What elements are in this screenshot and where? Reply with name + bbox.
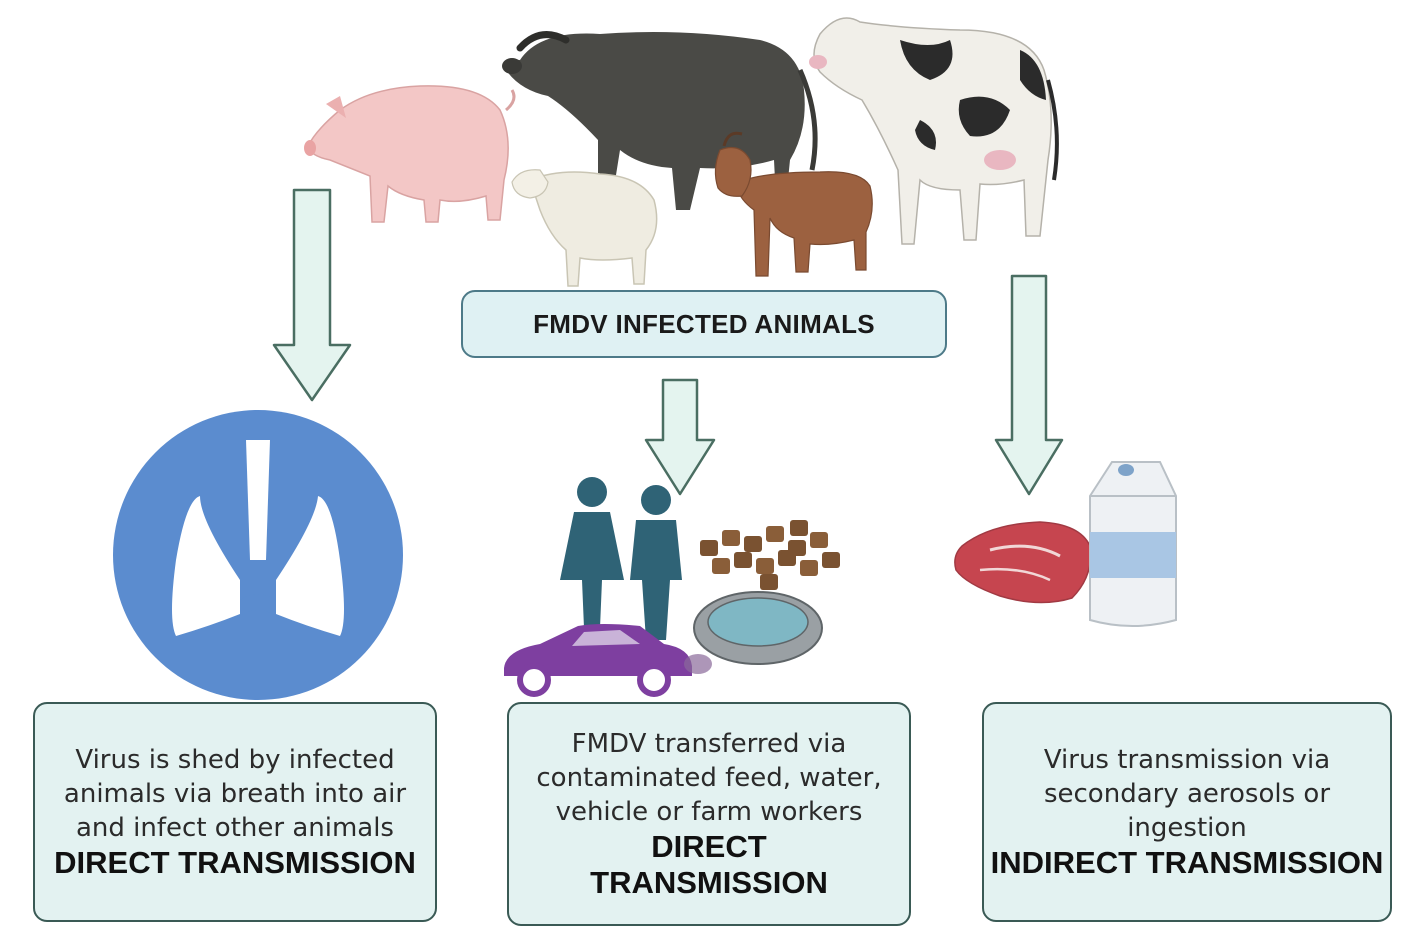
infected-animals-label: FMDV INFECTED ANIMALS (533, 308, 875, 339)
arrow-to-ingestion-route (994, 274, 1064, 496)
farm-workers-icon (560, 477, 682, 640)
air-transmission-type: DIRECT TRANSMISSION (54, 845, 416, 880)
contact-transmission-description: FMDV transferred via contaminated feed, … (536, 729, 882, 827)
ingestion-transmission-type: INDIRECT TRANSMISSION (990, 845, 1384, 880)
cow-icon (809, 17, 1059, 245)
milk-carton-icon (1089, 461, 1177, 627)
contact-transmission-type: DIRECT TRANSMISSION (590, 829, 828, 900)
water-bowl-icon (693, 591, 823, 665)
ingestion-transmission-box: Virus transmission via secondary aerosol… (982, 702, 1392, 922)
air-transmission-description: Virus is shed by infected animals via br… (63, 745, 407, 843)
arrow-to-contact-route (644, 378, 716, 496)
infected-animals-box: FMDV INFECTED ANIMALS (461, 290, 947, 358)
car-icon (504, 624, 712, 697)
feed-pellets-icon (700, 520, 840, 590)
lungs-icon (113, 410, 403, 700)
arrow-to-air-route (272, 188, 352, 402)
contact-transmission-box: FMDV transferred via contaminated feed, … (507, 702, 911, 926)
pig-icon (304, 85, 516, 223)
meat-icon (954, 521, 1092, 604)
ingestion-transmission-description: Virus transmission via secondary aerosol… (1043, 745, 1331, 843)
air-transmission-box: Virus is shed by infected animals via br… (33, 702, 437, 922)
sheep-icon (511, 169, 658, 287)
goat-icon (714, 131, 873, 277)
